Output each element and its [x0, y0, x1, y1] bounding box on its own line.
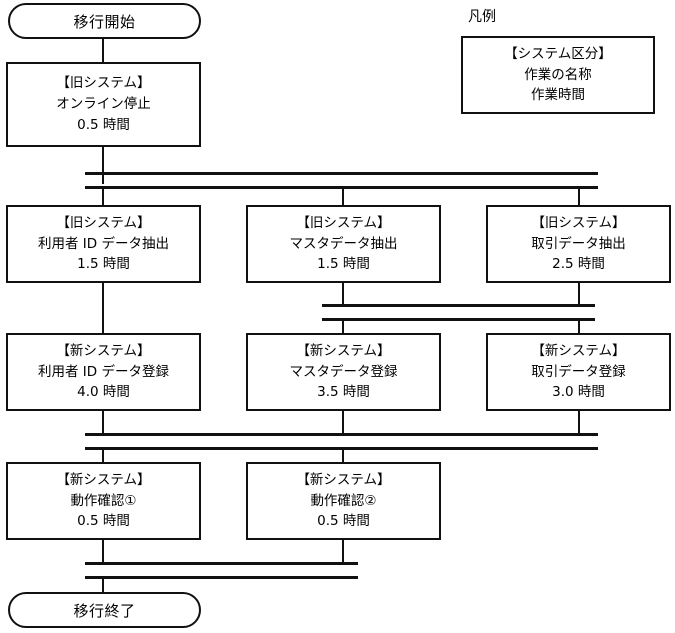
sync-bar-4-top: [85, 562, 358, 565]
connector-row3col2-to-fork3: [342, 411, 344, 435]
connector-row3col1-to-fork3: [102, 411, 104, 435]
task-name: オンライン停止: [56, 96, 151, 113]
task-system: 【新システム】: [56, 471, 151, 488]
task-system: 【新システム】: [296, 471, 391, 488]
connector-fork2-to-row3-col2: [342, 318, 344, 335]
connector-fork1-to-row2-col3: [578, 186, 580, 208]
sync-bar-3-bottom: [85, 447, 598, 450]
task-system: 【旧システム】: [296, 214, 391, 231]
sync-bar-1-top: [85, 172, 598, 175]
sync-bar-2-top: [322, 304, 595, 307]
connector-row4col1-to-fork4: [102, 540, 104, 564]
task-system: 【新システム】: [56, 342, 151, 359]
legend-box: 【システム区分】 作業の名称 作業時間: [461, 36, 655, 114]
task-duration: 4.0 時間: [77, 384, 130, 401]
task-duration: 0.5 時間: [317, 513, 370, 530]
task-row3-col1[interactable]: 【新システム】 利用者 ID データ登録 4.0 時間: [6, 333, 201, 411]
sync-bar-2-bottom: [322, 318, 595, 321]
task-name: 利用者 ID データ抽出: [38, 235, 169, 252]
sync-bar-1-bottom: [85, 186, 598, 189]
connector-fork3-to-row4-col1: [102, 447, 104, 464]
task-name: 利用者 ID データ登録: [38, 363, 169, 380]
connector-fork3-to-row4-col2: [342, 447, 344, 464]
task-system: 【旧システム】: [56, 214, 151, 231]
task-row4-col2[interactable]: 【新システム】 動作確認② 0.5 時間: [246, 462, 441, 540]
end-terminator[interactable]: 移行終了: [8, 592, 201, 628]
task-row2-col3[interactable]: 【旧システム】 取引データ抽出 2.5 時間: [486, 205, 671, 283]
start-terminator-label: 移行開始: [73, 12, 136, 31]
sync-bar-3-top: [85, 433, 598, 436]
task-row2-col2[interactable]: 【旧システム】 マスタデータ抽出 1.5 時間: [246, 205, 441, 283]
task-name: 動作確認①: [70, 492, 137, 509]
connector-fork4-to-end: [102, 576, 104, 593]
task-row1-col1[interactable]: 【旧システム】 オンライン停止 0.5 時間: [6, 62, 201, 147]
legend-time-line: 作業時間: [531, 87, 585, 104]
task-row2-col1[interactable]: 【旧システム】 利用者 ID データ抽出 1.5 時間: [6, 205, 201, 283]
connector-fork1-to-row2-col1: [102, 186, 104, 208]
task-system: 【新システム】: [531, 342, 626, 359]
connector-fork1-to-row2-col2: [342, 186, 344, 208]
connector-row1-to-fork1: [102, 147, 104, 184]
task-duration: 1.5 時間: [77, 256, 130, 273]
connector-row2col3-to-fork2: [578, 283, 580, 306]
task-duration: 0.5 時間: [77, 116, 130, 133]
connector-fork2-to-row3-col3: [578, 318, 580, 335]
task-duration: 3.5 時間: [317, 384, 370, 401]
task-system: 【新システム】: [296, 342, 391, 359]
task-row4-col1[interactable]: 【新システム】 動作確認① 0.5 時間: [6, 462, 201, 540]
task-duration: 0.5 時間: [77, 513, 130, 530]
task-system: 【旧システム】: [56, 75, 151, 92]
task-duration: 2.5 時間: [552, 256, 605, 273]
start-terminator[interactable]: 移行開始: [8, 3, 201, 39]
connector-row4col2-to-fork4: [342, 540, 344, 564]
task-name: 動作確認②: [310, 492, 377, 509]
task-name: 取引データ抽出: [531, 235, 626, 252]
task-row3-col2[interactable]: 【新システム】 マスタデータ登録 3.5 時間: [246, 333, 441, 411]
task-name: 取引データ登録: [531, 363, 626, 380]
task-name: マスタデータ登録: [289, 363, 398, 380]
task-system: 【旧システム】: [531, 214, 626, 231]
task-name: マスタデータ抽出: [289, 235, 398, 252]
connector-row3col3-to-fork3: [578, 411, 580, 435]
connector-start-to-row1: [102, 39, 104, 62]
connector-row2col1-to-row3col1: [102, 283, 104, 333]
legend-title: 凡例: [468, 9, 496, 25]
legend-system-line: 【システム区分】: [504, 45, 612, 62]
end-terminator-label: 移行終了: [73, 601, 136, 620]
connector-row2col2-to-fork2: [342, 283, 344, 306]
task-duration: 1.5 時間: [317, 256, 370, 273]
legend-name-line: 作業の名称: [524, 66, 592, 83]
sync-bar-4-bottom: [85, 576, 358, 579]
task-duration: 3.0 時間: [552, 384, 605, 401]
task-row3-col3[interactable]: 【新システム】 取引データ登録 3.0 時間: [486, 333, 671, 411]
